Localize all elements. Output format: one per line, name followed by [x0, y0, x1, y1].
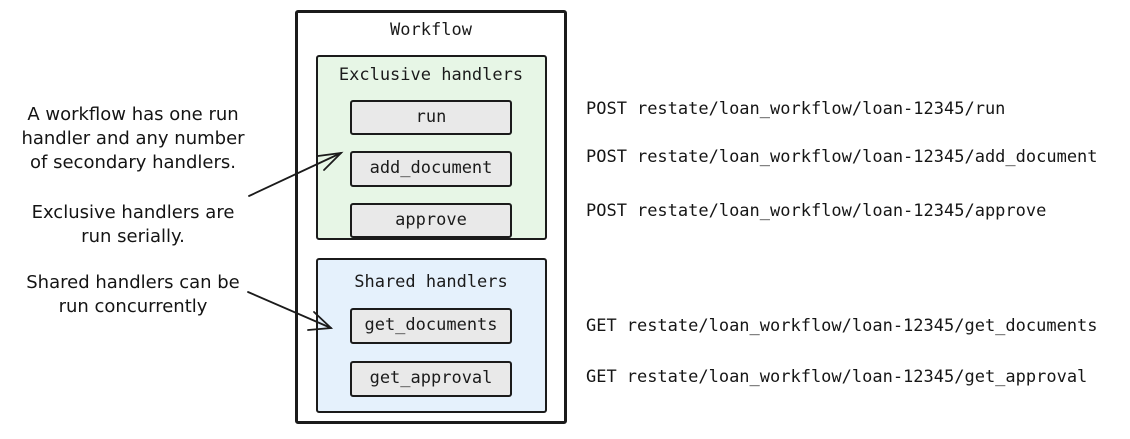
http-method: POST: [586, 99, 627, 119]
http-method: POST: [586, 147, 627, 167]
annotation-line: handler and any number: [21, 128, 245, 149]
annotation-line: run serially.: [81, 226, 185, 247]
workflow-box: Workflow Exclusive handlers run add_docu…: [295, 10, 567, 424]
endpoint-approve: POST restate/loan_workflow/loan-12345/app…: [586, 200, 1046, 222]
endpoint-path: restate/loan_workflow/loan-12345/get_app…: [626, 367, 1088, 387]
exclusive-handlers-section: Exclusive handlers run add_document appr…: [315, 55, 547, 240]
http-method: GET: [586, 367, 617, 387]
annotation-shared-concurrent: Shared handlers can be run concurrently: [8, 271, 258, 319]
endpoint-add-document: POST restate/loan_workflow/loan-12345/add…: [586, 146, 1098, 168]
endpoint-path: restate/loan_workflow/loan-12345/run: [636, 99, 1006, 119]
endpoint-get-approval: GET restate/loan_workflow/loan-12345/get_…: [586, 366, 1087, 388]
annotation-line: Exclusive handlers are: [31, 202, 235, 223]
annotation-line: of secondary handlers.: [30, 152, 236, 173]
annotation-line: run concurrently: [58, 296, 208, 317]
endpoint-get-documents: GET restate/loan_workflow/loan-12345/get_…: [586, 315, 1098, 337]
endpoint-run: POST restate/loan_workflow/loan-12345/run: [586, 98, 1005, 120]
exclusive-handlers-title: Exclusive handlers: [338, 65, 524, 85]
annotation-line: Shared handlers can be: [26, 272, 240, 293]
handler-get-documents: get_documents: [350, 308, 512, 344]
shared-handlers-title: Shared handlers: [354, 272, 508, 292]
annotation-exclusive-serial: Exclusive handlers are run serially.: [8, 201, 258, 249]
handler-run: run: [350, 100, 512, 136]
http-method: POST: [586, 201, 627, 221]
shared-handlers-section: Shared handlers get_documents get_approv…: [315, 258, 547, 413]
endpoint-path: restate/loan_workflow/loan-12345/get_doc…: [626, 316, 1098, 336]
handler-approve: approve: [350, 202, 512, 238]
annotation-line: A workflow has one run: [27, 104, 239, 125]
annotation-run-handler: A workflow has one run handler and any n…: [8, 103, 258, 175]
workflow-title: Workflow: [390, 20, 472, 40]
endpoint-path: restate/loan_workflow/loan-12345/approve: [636, 201, 1047, 221]
handler-get-approval: get_approval: [350, 361, 512, 397]
endpoint-path: restate/loan_workflow/loan-12345/add_doc…: [636, 147, 1098, 167]
handler-add-document: add_document: [350, 151, 512, 187]
http-method: GET: [586, 316, 617, 336]
